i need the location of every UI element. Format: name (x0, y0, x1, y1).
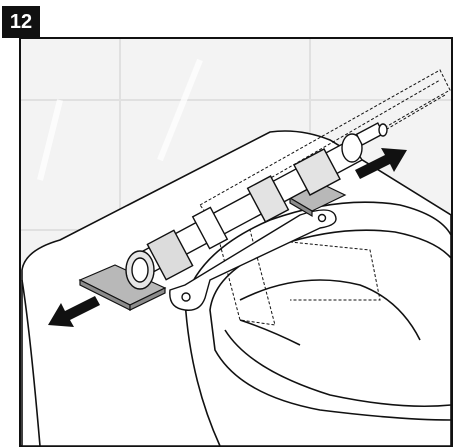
arrow-right-icon (355, 148, 407, 179)
mounting-plate (169, 209, 337, 311)
arrow-left-icon (48, 296, 100, 327)
pipe-connector (125, 122, 388, 290)
step-number: 12 (2, 6, 40, 38)
toilet-body (21, 130, 452, 447)
gasket-pads (78, 182, 347, 311)
